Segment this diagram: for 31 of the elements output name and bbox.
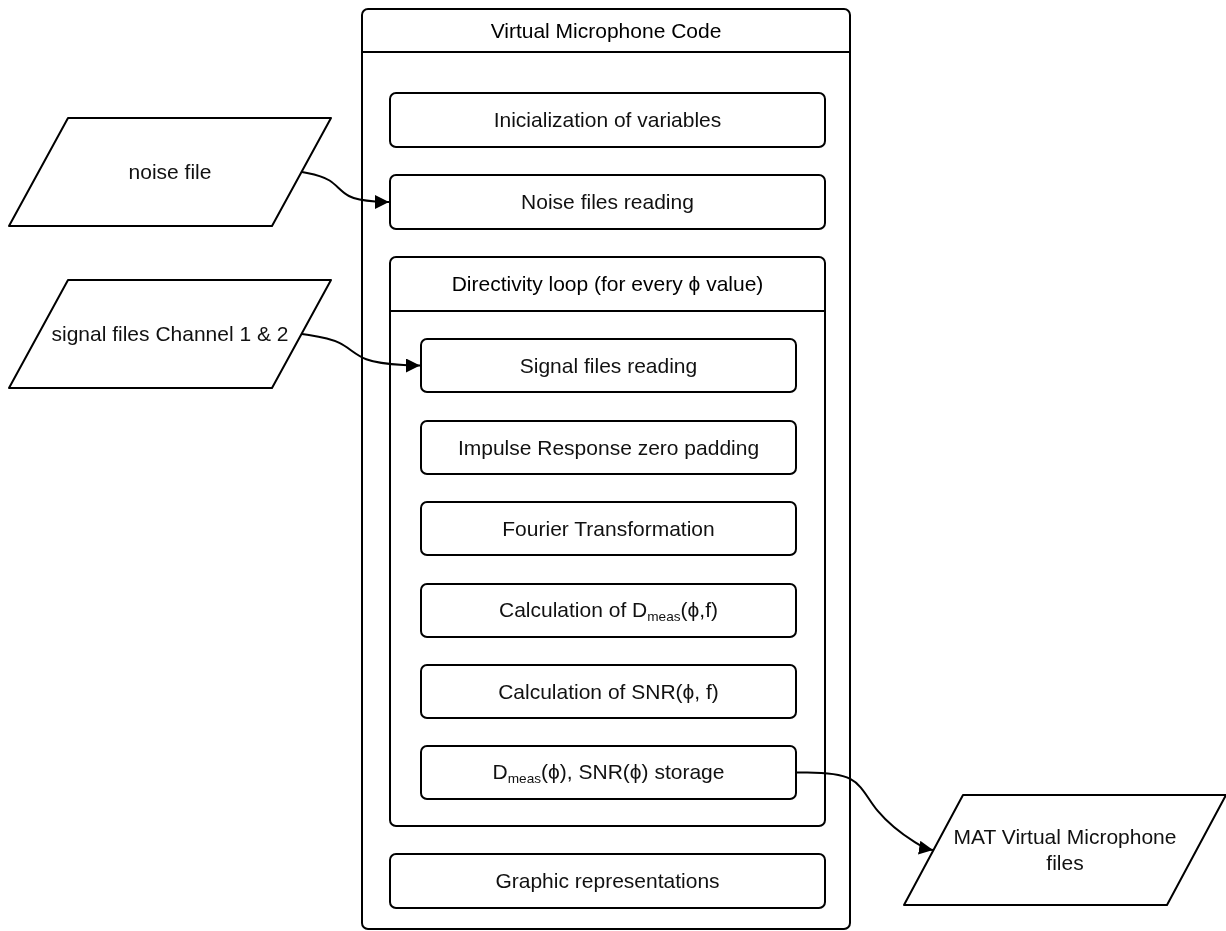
process-box bbox=[389, 853, 826, 909]
process-box bbox=[420, 745, 797, 800]
process-box bbox=[420, 583, 797, 638]
input-output-parallelogram bbox=[903, 794, 1226, 906]
node-label: signal files Channel 1 & 2 bbox=[50, 320, 290, 347]
node-label: Calculation of SNR(ϕ, f) bbox=[497, 678, 720, 705]
process-box bbox=[420, 420, 797, 475]
node-label: Signal files reading bbox=[518, 352, 699, 379]
process-box bbox=[420, 664, 797, 719]
container-box bbox=[389, 256, 826, 827]
input-output-parallelogram bbox=[8, 117, 332, 227]
container-box bbox=[361, 8, 851, 930]
arrow bbox=[796, 771, 934, 855]
node-label: Fourier Transformation bbox=[501, 515, 716, 542]
node-label: D$_{meas}$(ϕ), SNR(ϕ) storage bbox=[491, 758, 726, 787]
node-label: Calculation of D$_{meas}$(ϕ,f) bbox=[498, 596, 719, 625]
container-title: Virtual Microphone Code bbox=[363, 10, 849, 53]
process-box bbox=[389, 174, 826, 230]
node-label: Graphic representations bbox=[494, 867, 721, 894]
process-box bbox=[389, 92, 826, 148]
process-box bbox=[420, 501, 797, 556]
arrow bbox=[301, 333, 421, 373]
node-label: Noise files reading bbox=[520, 188, 695, 215]
container-title: Directivity loop (for every ϕ value) bbox=[391, 258, 824, 312]
node-label: MAT Virtual Microphone files bbox=[952, 823, 1178, 876]
node-label: Impulse Response zero padding bbox=[456, 434, 761, 461]
node-label: Inicialization of variables bbox=[492, 106, 723, 133]
process-box bbox=[420, 338, 797, 393]
arrow bbox=[301, 171, 390, 209]
node-label: noise file bbox=[127, 158, 213, 185]
input-output-parallelogram bbox=[8, 279, 332, 389]
